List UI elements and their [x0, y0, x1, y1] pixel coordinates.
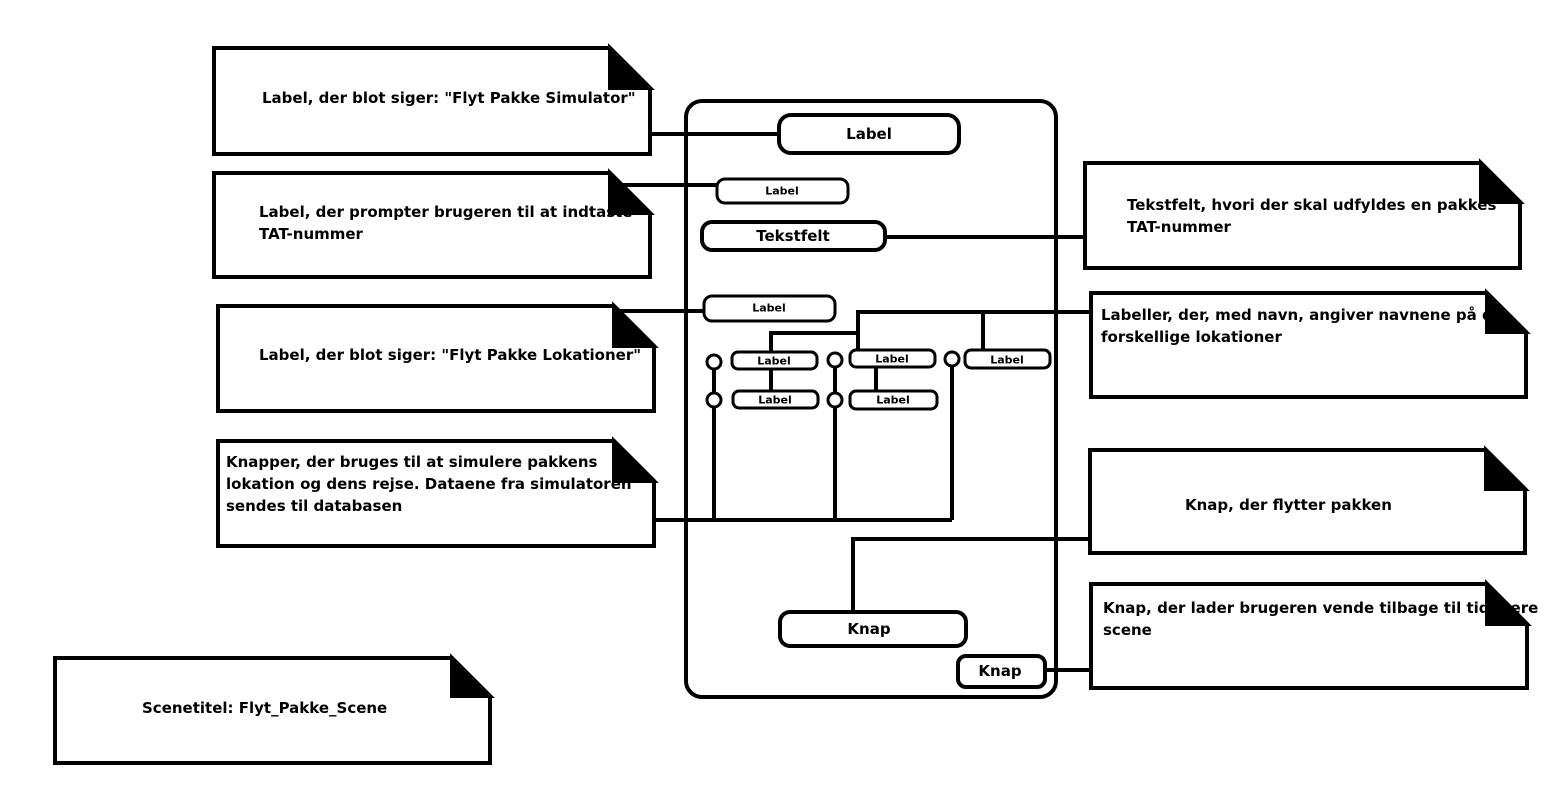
location-label-shape-4: [731, 389, 820, 410]
note-textfield: [1083, 158, 1525, 270]
scene-frame: [684, 99, 1058, 699]
location-label-1: Label: [757, 354, 791, 368]
prompt-label-shape: [715, 177, 850, 205]
note-locations-label: [216, 301, 659, 413]
location-label-shape-3: [963, 348, 1052, 370]
note-sim-buttons: [216, 436, 659, 548]
note-scene-title-text: Scenetitel: Flyt_Pakke_Scene: [142, 699, 388, 717]
back-button-shape[interactable]: [956, 654, 1047, 689]
sim-radio-button-1[interactable]: [705, 353, 723, 371]
textfield[interactable]: Tekstfelt: [756, 227, 830, 245]
note-move-button: [1088, 445, 1530, 555]
sim-radio-button-2[interactable]: [826, 351, 844, 369]
note-location-names: [1089, 288, 1531, 399]
note-location-names-text: Labeller, der, med navn, angiver navnene…: [1101, 306, 1503, 346]
title-label: Label: [846, 125, 892, 143]
note-scene-title: [53, 653, 495, 765]
note-title-label: [212, 43, 655, 156]
locations-label-shape: [702, 294, 837, 323]
note-textfield-text: Tekstfelt, hvori der skal udfyldes en pa…: [1127, 196, 1497, 236]
note-title-label-text: Label, der blot siger: "Flyt Pakke Simul…: [262, 89, 636, 107]
locations-label: Label: [752, 301, 786, 315]
sim-radio-button-5[interactable]: [826, 391, 844, 409]
title-label-shape: [777, 113, 961, 155]
move-button-shape[interactable]: [778, 610, 968, 648]
sim-radio-button-4[interactable]: [705, 391, 723, 409]
prompt-label: Label: [765, 184, 799, 198]
note-move-button-text: Knap, der flytter pakken: [1185, 496, 1392, 514]
location-label-2: Label: [875, 352, 909, 366]
location-label-shape-2: [848, 348, 937, 369]
location-label-shape-1: [730, 350, 819, 371]
sim-radio-button-3[interactable]: [943, 350, 961, 368]
back-button[interactable]: Knap: [978, 662, 1022, 680]
note-sim-buttons-text: Knapper, der bruges til at simulere pakk…: [226, 453, 632, 515]
note-prompt-label-text: Label, der prompter brugeren til at indt…: [259, 203, 633, 243]
location-label-5: Label: [876, 393, 910, 407]
note-locations-label-text: Label, der blot siger: "Flyt Pakke Lokat…: [259, 346, 642, 364]
connector-lines: [614, 132, 1091, 672]
textfield-shape[interactable]: [700, 220, 887, 252]
note-back-button-text: Knap, der lader brugeren vende tilbage t…: [1103, 599, 1539, 639]
move-button[interactable]: Knap: [847, 620, 891, 638]
location-label-4: Label: [758, 393, 792, 407]
location-label-shape-5: [848, 389, 939, 411]
location-label-3: Label: [990, 353, 1024, 367]
